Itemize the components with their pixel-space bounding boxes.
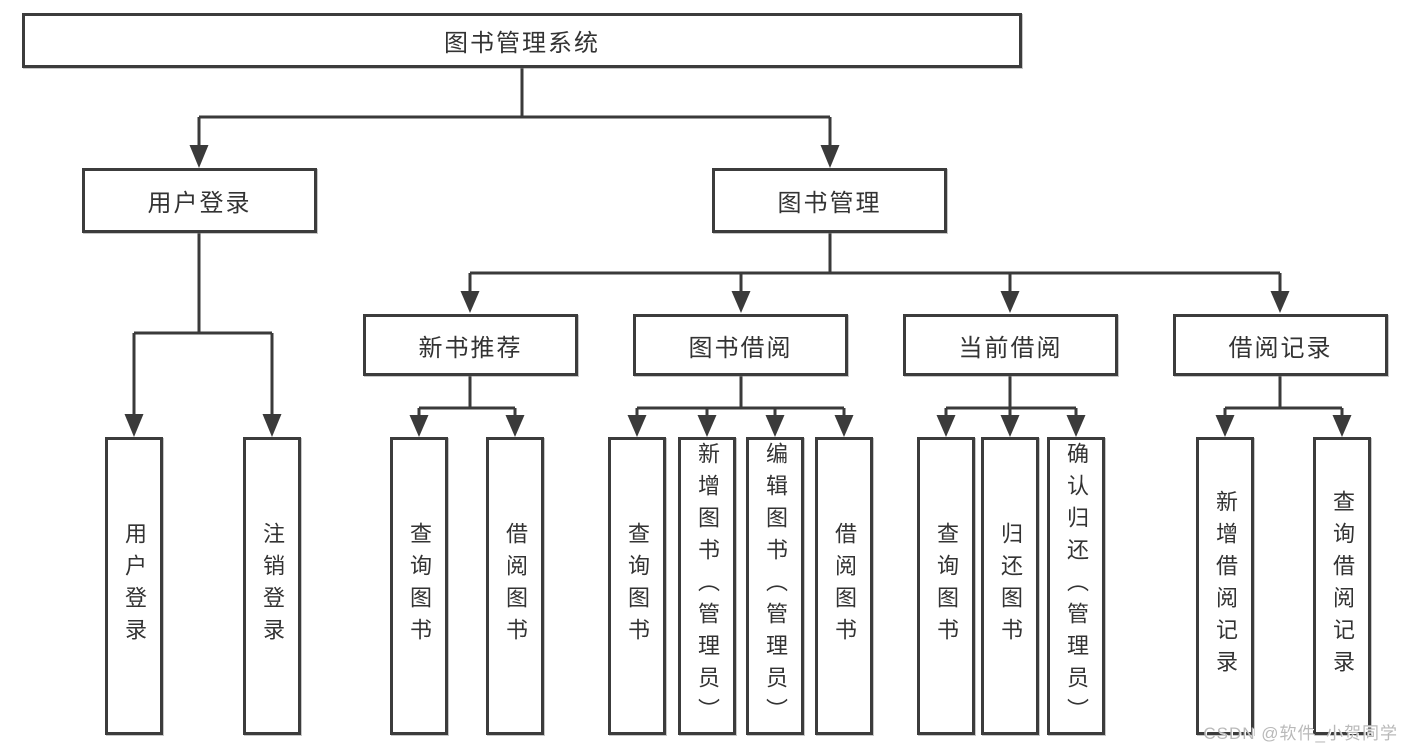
- node-book-borrow: 图书借阅: [633, 314, 848, 376]
- leaf-add-books-admin: 新增图书（管理员）: [678, 437, 736, 735]
- node-new-book-recommend: 新书推荐: [363, 314, 578, 376]
- leaf-user-login: 用户登录: [105, 437, 163, 735]
- leaf-recommend-query-books-label: 查询图书: [407, 522, 432, 650]
- leaf-confirm-return-admin: 确认归还（管理员）: [1047, 437, 1105, 735]
- leaf-add-borrow-record-label: 新增借阅记录: [1213, 490, 1238, 682]
- leaf-recommend-borrow-books-label: 借阅图书: [503, 522, 528, 650]
- leaf-recommend-query-books: 查询图书: [390, 437, 448, 735]
- leaf-logout-login-label: 注销登录: [260, 522, 285, 650]
- leaf-return-books: 归还图书: [981, 437, 1039, 735]
- leaf-query-borrow-record-label: 查询借阅记录: [1330, 490, 1355, 682]
- node-current-borrow: 当前借阅: [903, 314, 1118, 376]
- arrowheads: [124, 145, 1352, 437]
- leaf-current-query-books: 查询图书: [917, 437, 975, 735]
- leaf-logout-login: 注销登录: [243, 437, 301, 735]
- leaf-return-books-label: 归还图书: [998, 522, 1023, 650]
- csdn-watermark: CSDN @软件_小贺同学: [1203, 724, 1398, 743]
- leaf-borrow-books-label: 借阅图书: [832, 522, 857, 650]
- node-borrow-records: 借阅记录: [1173, 314, 1388, 376]
- leaf-current-query-books-label: 查询图书: [934, 522, 959, 650]
- leaf-add-books-admin-label: 新增图书（管理员）: [695, 442, 720, 730]
- leaf-edit-books-admin: 编辑图书（管理员）: [746, 437, 804, 735]
- leaf-recommend-borrow-books: 借阅图书: [486, 437, 544, 735]
- node-book-management: 图书管理: [712, 168, 947, 233]
- leaf-confirm-return-admin-label: 确认归还（管理员）: [1064, 442, 1089, 730]
- leaf-edit-books-admin-label: 编辑图书（管理员）: [763, 442, 788, 730]
- node-user-login: 用户登录: [82, 168, 317, 233]
- leaf-borrow-query-books-label: 查询图书: [625, 522, 650, 650]
- leaf-user-login-label: 用户登录: [122, 522, 147, 650]
- leaf-add-borrow-record: 新增借阅记录: [1196, 437, 1254, 735]
- node-root: 图书管理系统: [22, 13, 1022, 68]
- leaf-borrow-books: 借阅图书: [815, 437, 873, 735]
- leaf-query-borrow-record: 查询借阅记录: [1313, 437, 1371, 735]
- leaf-borrow-query-books: 查询图书: [608, 437, 666, 735]
